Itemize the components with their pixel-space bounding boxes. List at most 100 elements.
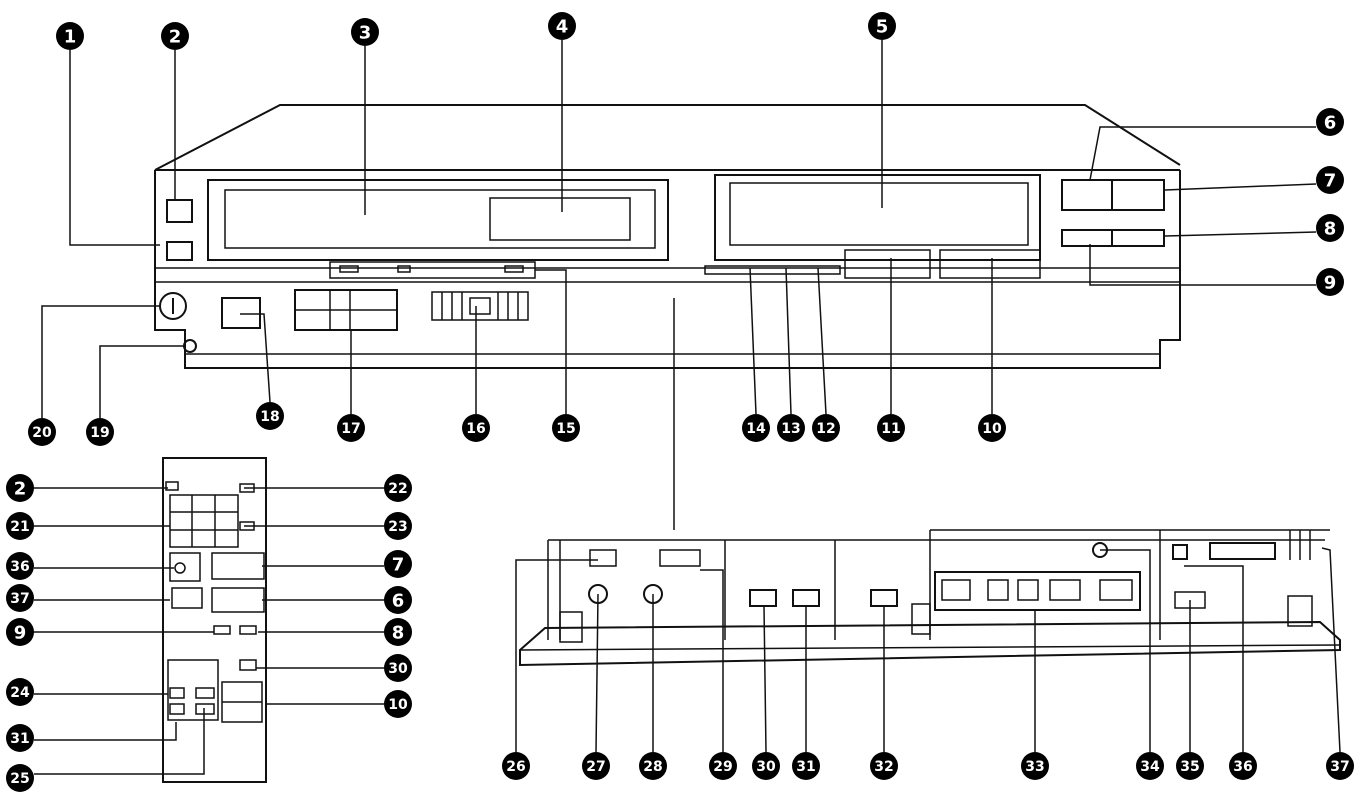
callout-marker-20: 20 [28,418,56,446]
callout-circle [161,22,189,50]
callout-marker-10: 10 [384,690,412,718]
callout-marker-7: 7 [1316,166,1344,194]
callout-circle [870,752,898,780]
callout-number: 20 [32,425,52,441]
callout-number: 16 [466,421,485,437]
callout-circle [384,618,412,646]
callout-number: 37 [1330,759,1349,775]
callout-number: 10 [982,421,1002,437]
callout-number: 12 [816,421,835,437]
callout-number: 9 [1324,273,1337,294]
callout-circle [384,654,412,682]
callout-number: 35 [1180,759,1199,775]
callout-leader-29 [700,569,724,752]
callout-circle [552,414,580,442]
callout-marker-4: 4 [548,12,576,40]
callout-number: 25 [10,771,29,787]
callout-number: 24 [10,685,30,701]
callout-circle [28,418,56,446]
callout-marker-2: 2 [161,22,189,50]
callout-number: 7 [1324,171,1337,192]
callout-marker-8: 8 [1316,214,1344,242]
callout-number: 6 [392,591,405,612]
callout-number: 21 [10,519,29,535]
callout-circle [1326,752,1354,780]
callout-number: 31 [10,731,29,747]
callout-number: 30 [756,759,776,775]
callout-marker-18: 18 [256,402,284,430]
callout-marker-30: 30 [752,752,780,780]
callout-leader-1 [69,50,160,246]
callout-marker-3: 3 [351,18,379,46]
callout-number: 37 [10,591,29,607]
callout-circle [384,550,412,578]
callout-number: 27 [586,759,605,775]
callout-marker-37: 37 [6,584,34,612]
callout-number: 13 [781,421,800,437]
callout-number: 32 [874,759,893,775]
callout-circle [548,12,576,40]
callout-circle [384,474,412,502]
callout-number: 26 [506,759,525,775]
callout-circle [868,12,896,40]
callout-marker-21: 21 [6,512,34,540]
callout-circle [56,22,84,50]
callout-leader-31 [34,722,177,741]
callout-leader-7 [1164,183,1317,191]
callout-number: 6 [1324,113,1337,134]
callout-number: 31 [796,759,815,775]
callout-circle [742,414,770,442]
callout-circle [1316,214,1344,242]
callout-leader-19 [99,345,184,418]
callout-leader-13 [785,267,792,415]
callout-marker-29: 29 [709,752,737,780]
callout-number: 29 [713,759,732,775]
callout-circle [752,752,780,780]
callout-number: 17 [341,421,360,437]
callout-circle [6,618,34,646]
callout-number: 36 [1233,759,1252,775]
callout-leader-14 [749,267,757,415]
callout-circle [384,512,412,540]
callout-marker-36: 36 [1229,752,1257,780]
callout-marker-10: 10 [978,414,1006,442]
callout-leader-36 [1184,565,1244,752]
callout-leader-8 [1164,231,1317,237]
callout-marker-8: 8 [384,618,412,646]
callout-marker-9: 9 [6,618,34,646]
callout-marker-36: 36 [6,552,34,580]
callout-number: 30 [388,661,408,677]
callout-number: 28 [643,759,662,775]
callout-number: 9 [14,623,27,644]
callout-circle [1136,752,1164,780]
callout-number: 7 [392,555,405,576]
callout-circle [709,752,737,780]
callout-number: 36 [10,559,29,575]
sub-panel-detail [519,529,1341,667]
callout-circle [6,724,34,752]
callout-number: 23 [388,519,407,535]
callout-marker-35: 35 [1176,752,1204,780]
callout-leader-34 [1100,549,1151,752]
callout-leader-15 [535,269,567,414]
callout-marker-23: 23 [384,512,412,540]
callout-circle [337,414,365,442]
callout-circle [384,586,412,614]
callout-leader-37 [1321,547,1341,753]
callout-number: 1 [64,27,77,48]
callout-circle [792,752,820,780]
callout-number: 15 [556,421,575,437]
callout-number: 10 [388,697,408,713]
callout-marker-1: 1 [56,22,84,50]
callout-circle [1316,108,1344,136]
callout-number: 2 [14,479,27,500]
callout-marker-33: 33 [1021,752,1049,780]
callout-circle [6,764,34,792]
callout-leader-6 [1089,126,1316,181]
callout-marker-2: 2 [6,474,34,502]
callout-circle [6,512,34,540]
callout-number: 22 [388,481,407,497]
callout-marker-14: 14 [742,414,770,442]
